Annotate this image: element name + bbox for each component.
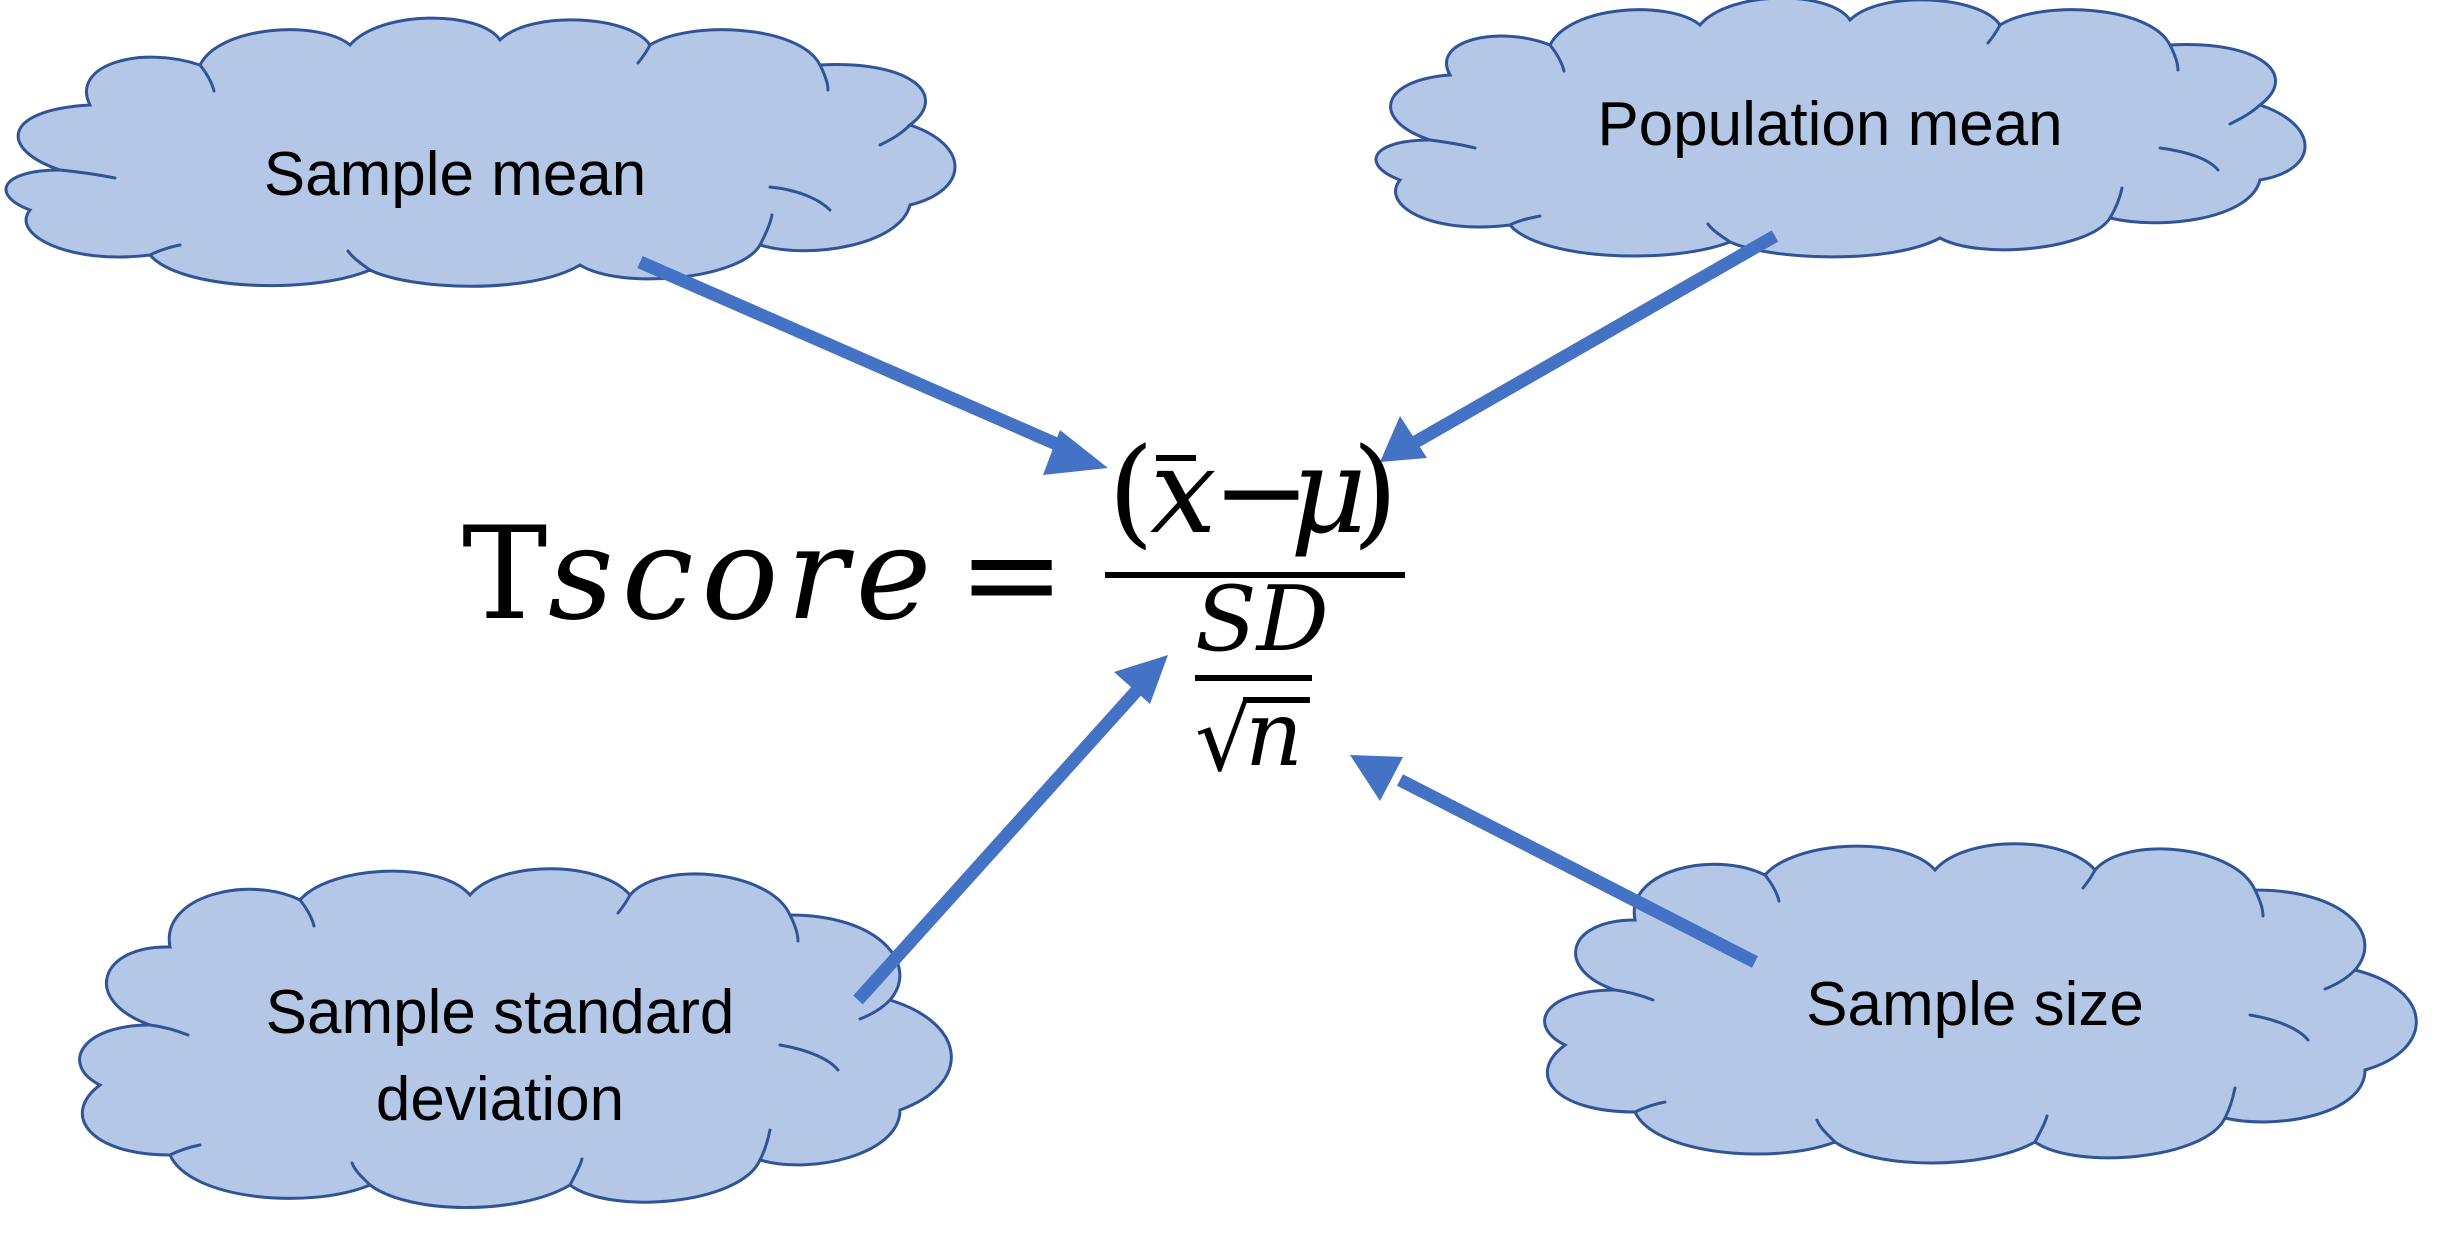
- cloud-population-mean: Population mean: [1374, 0, 2307, 259]
- equation-equals: =: [958, 500, 1065, 649]
- equation-denominator-sqrt: √: [1195, 687, 1253, 792]
- equation-numerator-close-paren: ): [1352, 422, 1398, 560]
- equation-denominator-n: n: [1245, 682, 1303, 787]
- equation-numerator-mu: μ: [1290, 422, 1367, 560]
- cloud-label-sample-sd-line2: deviation: [376, 1065, 624, 1134]
- arrow-sample-sd: [853, 655, 1168, 1005]
- arrow-population-mean: [1380, 230, 1779, 462]
- cloud-shape: [1374, 0, 2307, 259]
- equation-denominator-sd: SD: [1195, 567, 1329, 672]
- cloud-label-sample-size: Sample size: [1806, 970, 2144, 1039]
- cloud-sample-mean: Sample mean: [4, 16, 957, 288]
- equation-lhs-score: score: [548, 500, 939, 649]
- arrow-sample-size: [1350, 755, 1758, 968]
- cloud-label-population-mean: Population mean: [1597, 90, 2062, 159]
- cloud-label-sample-sd-line1: Sample standard: [266, 978, 735, 1047]
- equation-lhs-t: T: [462, 500, 547, 649]
- cloud-shape: [4, 16, 957, 288]
- cloud-shape: [78, 867, 953, 1209]
- cloud-sample-sd: Sample standard deviation: [78, 867, 953, 1209]
- equation-numerator-xbar: x: [1150, 422, 1217, 560]
- equation-numerator-minus: −: [1212, 422, 1311, 560]
- cloud-shape: [1543, 842, 2418, 1165]
- cloud-label-sample-mean: Sample mean: [264, 140, 647, 209]
- arrow-sample-mean: [637, 256, 1108, 475]
- tscore-equation: T score = ( x − μ ) SD √ n: [462, 422, 1405, 792]
- cloud-sample-size: Sample size: [1543, 842, 2418, 1165]
- equation-numerator-open-paren: (: [1108, 422, 1154, 560]
